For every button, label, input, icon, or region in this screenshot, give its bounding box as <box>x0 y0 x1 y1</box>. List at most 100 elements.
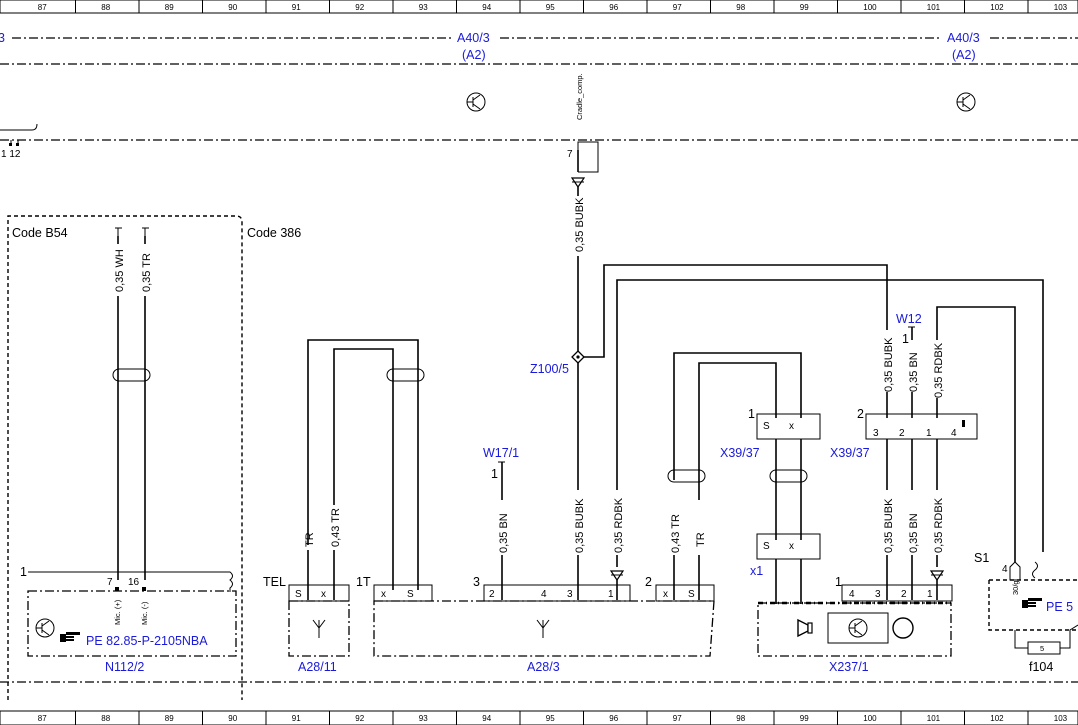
ruler-column-label: 95 <box>546 714 555 723</box>
pin-4: 4 <box>951 428 957 439</box>
mic-minus-label: Mic. (-) <box>140 601 149 625</box>
wire-rdbk-label: 0,35 RDBK <box>933 342 945 398</box>
ruler-column-label: 93 <box>419 3 428 12</box>
x1-label: x1 <box>750 564 763 578</box>
ruler-column-label: 98 <box>736 714 745 723</box>
ruler-column-label: 94 <box>482 714 491 723</box>
code-b54-label: Code B54 <box>12 226 68 240</box>
module-a2-label-center: (A2) <box>462 48 486 62</box>
x1-connector <box>756 533 821 560</box>
wire-bubk-label-top: 0,35 BUBK <box>574 197 586 252</box>
a28-11-label: A28/11 <box>298 660 337 674</box>
ruler-column-label: 90 <box>228 714 237 723</box>
wire-bn-label: 0,35 BN <box>908 352 920 392</box>
a28-3-label: A28/3 <box>527 660 560 674</box>
wire-bn-label: 0,35 BN <box>498 513 510 553</box>
wire-tr043-label: 0,43 TR <box>330 508 342 547</box>
a28-11-component-box <box>288 600 350 657</box>
x237-1-housing <box>827 612 889 644</box>
wire-rdbk-label: 0,35 RDBK <box>933 497 945 553</box>
fuse-value: 5 <box>1040 644 1044 653</box>
pin-3: 3 <box>875 589 881 600</box>
ruler-column-label: 91 <box>292 714 301 723</box>
pin-4: 4 <box>541 589 547 600</box>
x237-1-label: X237/1 <box>829 660 869 674</box>
ruler-column-label: 96 <box>609 3 618 12</box>
pin-1: 1 <box>927 589 933 600</box>
wire-bubk-label: 0,35 BUBK <box>883 498 895 553</box>
pin-x: x <box>789 421 794 432</box>
x39-37-pin2-number: 2 <box>857 407 864 421</box>
pin-s: S <box>295 589 302 600</box>
x39-37-label-b: X39/37 <box>830 446 870 460</box>
wire-bubk-label: 0,35 BUBK <box>574 498 586 553</box>
wire-tr-label-left: 0,35 TR <box>141 253 153 292</box>
ruler-column-label: 100 <box>863 714 877 723</box>
z100-5-label: Z100/5 <box>530 362 569 376</box>
fuse-f104 <box>1027 641 1061 655</box>
s1-component-box <box>988 579 1078 631</box>
cradle-comp-label: Cradle_comp. <box>575 73 584 120</box>
pin-s: S <box>763 541 770 552</box>
w12-pin: 1 <box>902 332 909 346</box>
a28-3-pin3-label: 3 <box>473 575 480 589</box>
ruler-column-label: 99 <box>800 714 809 723</box>
pin-2: 2 <box>899 428 905 439</box>
pin-1: 1 <box>608 589 614 600</box>
ruler-column-label: 101 <box>927 3 941 12</box>
wire-tr-label: TR <box>304 532 316 547</box>
ruler-column-label: 88 <box>101 714 110 723</box>
n112-component-box <box>27 590 237 657</box>
ruler-column-label: 91 <box>292 3 301 12</box>
pointing-hand-icon <box>60 632 80 642</box>
n112-reference-link[interactable]: PE 82.85-P-2105NBA <box>86 634 208 648</box>
s1-label: S1 <box>974 551 989 565</box>
microphone-icon <box>887 617 914 639</box>
transistor-icon <box>848 618 868 638</box>
x237-1-component-box <box>757 602 952 657</box>
shield-oval <box>112 368 151 382</box>
transistor-icon <box>956 92 976 112</box>
n112-label: N112/2 <box>105 660 144 674</box>
wire-tr043-label: 0,43 TR <box>670 514 682 553</box>
shield-oval <box>667 469 706 483</box>
module-a2-label-right: (A2) <box>952 48 976 62</box>
code-b54-box <box>7 215 243 700</box>
ruler-column-label: 93 <box>419 714 428 723</box>
wire-bubk-label: 0,35 BUBK <box>883 337 895 392</box>
pin-2: 2 <box>489 589 495 600</box>
pin-2: 2 <box>901 589 907 600</box>
pin-x: x <box>789 541 794 552</box>
ruler-column-label: 96 <box>609 714 618 723</box>
a28-3-1t-label: 1T <box>356 575 371 589</box>
ruler-column-label: 102 <box>990 714 1004 723</box>
wire-bn-label: 0,35 BN <box>908 513 920 553</box>
ruler-column-label: 103 <box>1054 3 1068 12</box>
antenna-icon <box>536 619 550 638</box>
left-partial-label: 3 <box>0 31 5 45</box>
antenna-icon <box>312 619 326 638</box>
shield-oval <box>386 368 425 382</box>
speaker-icon <box>797 618 813 638</box>
x237-1-pin-number: 1 <box>835 575 842 589</box>
pin-3: 3 <box>567 589 573 600</box>
a28-3-component-box <box>373 600 715 657</box>
module-a40-label-center: A40/3 <box>457 31 490 45</box>
ruler-column-label: 88 <box>101 3 110 12</box>
pe5-reference-link[interactable]: PE 5 <box>1046 600 1073 614</box>
ruler-column-label: 98 <box>736 3 745 12</box>
ruler-column-label: 92 <box>355 3 364 12</box>
ruler-column-label: 94 <box>482 3 491 12</box>
ruler-column-label: 102 <box>990 3 1004 12</box>
ruler-column-label: 87 <box>38 3 47 12</box>
transistor-icon <box>466 92 486 112</box>
ruler-column-label: 89 <box>165 3 174 12</box>
ruler-column-label: 99 <box>800 3 809 12</box>
w17-1-label: W17/1 <box>483 446 519 460</box>
x39-37-connector-b <box>865 413 978 440</box>
ruler-column-label: 103 <box>1054 714 1068 723</box>
pin-x: x <box>381 589 386 600</box>
